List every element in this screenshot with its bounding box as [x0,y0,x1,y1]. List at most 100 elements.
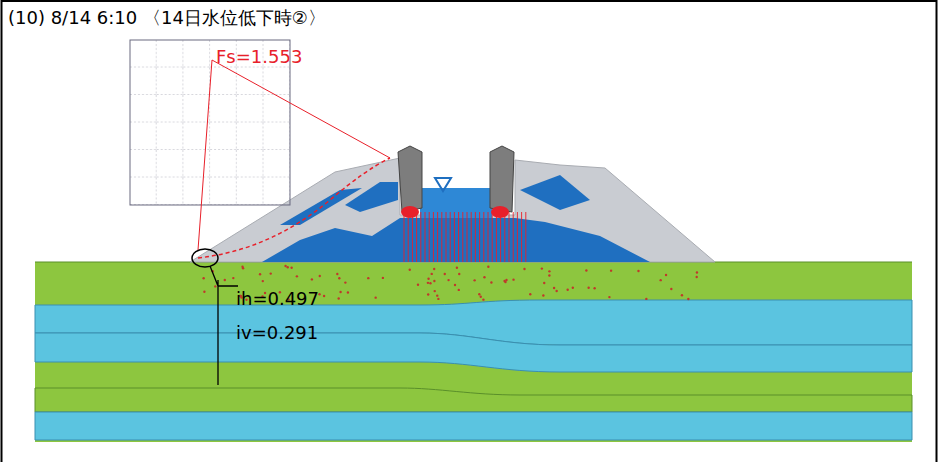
flow-vector [416,212,417,262]
element-dot [555,290,557,292]
gradient-value: ih=0.497 [236,288,319,309]
element-dot [487,266,489,268]
flow-vector [467,212,468,262]
element-dot [232,277,234,279]
element-dot [214,285,216,287]
callout-leader [210,266,238,385]
element-dot [224,279,226,281]
element-dot [382,277,384,279]
element-dot [444,273,446,275]
element-dot [587,287,589,289]
element-dot [290,267,292,269]
element-dot [367,277,369,279]
element-dot [319,275,321,277]
element-dot [541,267,543,269]
flow-vector [408,212,409,262]
element-dot [427,293,429,295]
flow-vector [475,212,476,262]
element-dot [454,284,456,286]
element-dot [437,298,439,300]
flow-vector [454,212,455,262]
element-dot [311,278,313,280]
flow-vector [471,212,472,262]
element-dot [338,277,340,279]
flow-vector [521,212,522,262]
element-dot [572,287,574,289]
element-dot [687,298,689,300]
element-dot [482,298,484,300]
element-dot [270,272,272,274]
element-dot [458,289,460,291]
element-dot [427,282,429,284]
element-dot [337,297,339,299]
saturated-zone [345,182,398,212]
element-dot [429,282,431,284]
wall-toe-mark [401,206,419,218]
element-dot [336,273,338,275]
saturated-zone [520,175,590,210]
element-dot [344,281,346,283]
element-dot [659,279,661,281]
safety-factor: Fs=1.553 [216,46,302,67]
element-dot [456,267,458,269]
element-dot [585,269,587,271]
wall-toe-mark [491,206,509,218]
figure-title: (10) 8/14 6:10 〈14日水位低下時②〉 [8,6,326,30]
flow-vector [513,212,514,262]
element-dot [490,281,492,283]
sand-layer [35,412,912,440]
element-dot [483,276,485,278]
element-dot [608,296,610,298]
element-dot [553,287,555,289]
element-dot [433,268,435,270]
element-dot [637,270,639,272]
element-dot [347,291,349,293]
element-dot [427,278,429,280]
element-dot [681,294,683,296]
element-dot [417,284,419,286]
flow-vector [412,212,413,262]
element-dot [284,265,286,267]
element-dot [374,296,376,298]
flow-vector [433,212,434,262]
flow-vector [429,212,430,262]
element-dot [447,279,449,281]
element-dot [434,290,436,292]
flow-vector [525,212,526,262]
element-dot [478,293,480,295]
element-dot [458,273,460,275]
parapet-wall [398,146,422,212]
flow-vector [446,212,447,262]
element-dot [503,280,505,282]
flow-vector [517,212,518,262]
element-dot [548,274,550,276]
element-dot [593,287,595,289]
flow-vector [483,212,484,262]
radius-line [198,60,212,250]
saturated-zone [262,218,650,262]
callout-circle [192,249,218,267]
element-dot [480,296,482,298]
element-dot [529,293,531,295]
flow-vector [458,212,459,262]
element-dot [610,269,612,271]
element-dot [436,294,438,296]
ground-layer [35,262,912,442]
water-body [420,188,492,218]
flow-vector [496,212,497,262]
flow-vector [500,212,501,262]
element-dot [645,298,647,300]
radius-line [212,60,390,158]
element-dot [504,281,506,283]
parapet-wall [490,146,514,212]
element-dot [287,266,289,268]
element-dot [670,288,672,290]
flow-vector [437,212,438,262]
slip-circle [198,158,390,258]
element-dot [512,278,514,280]
flow-vector [450,212,451,262]
flow-vectors [404,212,526,262]
